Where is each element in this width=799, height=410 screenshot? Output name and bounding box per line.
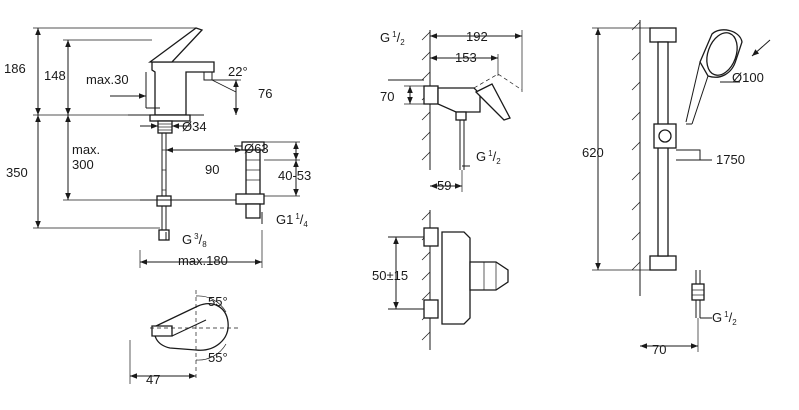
dim-90: 90 <box>205 162 219 177</box>
dim-192: 192 <box>466 29 488 44</box>
dim-50-15: 50±15 <box>372 268 408 283</box>
dim-350: 350 <box>6 165 28 180</box>
dim-22-deg: 22° <box>228 64 248 79</box>
basin-mixer-body <box>151 61 215 116</box>
dim-o100: Ø100 <box>732 70 764 85</box>
angle-55-bottom: 55° <box>208 350 228 365</box>
shower-mixer-front-body <box>441 231 471 325</box>
shower-mixer-lever <box>474 83 511 121</box>
dim-47: 47 <box>146 372 160 387</box>
shower-mixer-inlet <box>423 85 439 105</box>
dim-59: 59 <box>437 178 451 193</box>
basin-mixer-lever <box>148 27 204 63</box>
dim-148: 148 <box>44 68 66 83</box>
dim-max180: max.180 <box>178 253 228 268</box>
dim-1750: 1750 <box>716 152 745 167</box>
shower-rail-drawing <box>592 20 771 352</box>
angle-55-top: 55° <box>208 294 228 309</box>
basin-mixer-drawing <box>33 27 300 268</box>
dim-76: 76 <box>258 86 272 101</box>
dim-o63: Ø63 <box>244 141 269 156</box>
dim-max: max. <box>72 142 100 157</box>
dim-620: 620 <box>582 145 604 160</box>
top-view-drawing <box>129 290 240 384</box>
dim-300: 300 <box>72 157 94 172</box>
dim-70-mixer: 70 <box>380 89 394 104</box>
shower-rail <box>657 41 669 257</box>
dim-o34: Ø34 <box>182 119 207 134</box>
dim-max30: max.30 <box>86 72 129 87</box>
shower-mixer-drawing <box>388 30 523 350</box>
dim-40-53: 40-53 <box>278 168 311 183</box>
dim-153: 153 <box>455 50 477 65</box>
dim-70-rail: 70 <box>652 342 666 357</box>
dim-186: 186 <box>4 61 26 76</box>
